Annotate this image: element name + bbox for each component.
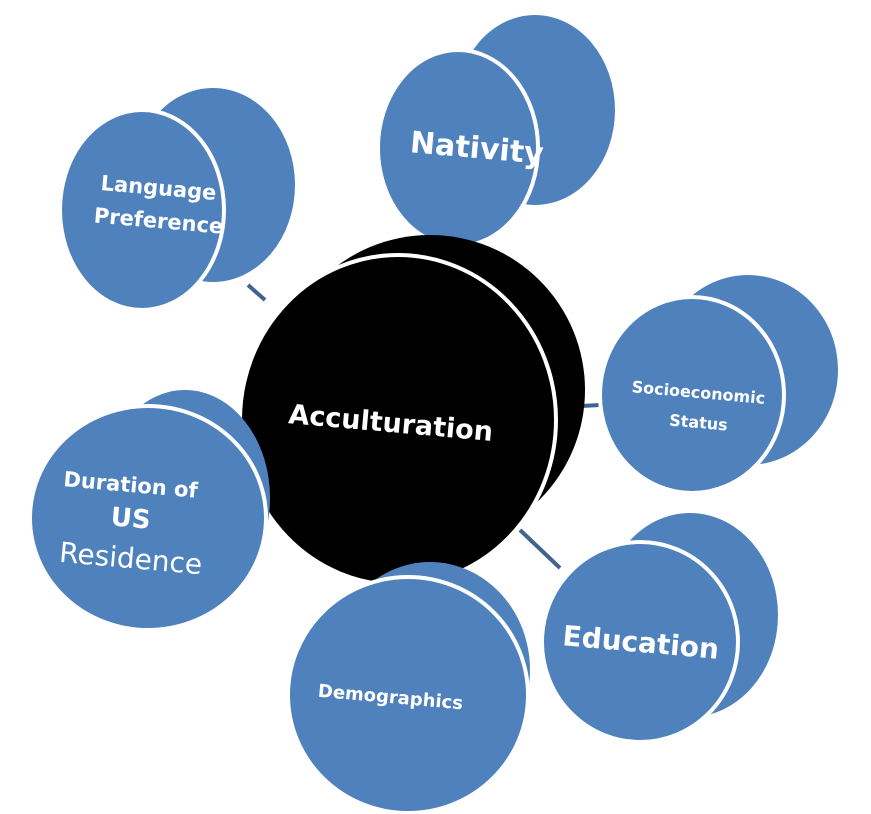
node-nativity: Nativity [376, 15, 615, 248]
node-acculturation: Acculturation [238, 235, 585, 587]
node-demographics: Demographics [286, 562, 530, 814]
node-education: Education [540, 513, 778, 744]
connector-language [246, 283, 267, 302]
node-duration-of-us-residence: Duration of US Residence [28, 390, 270, 632]
node-language-preference: Language Preference [58, 88, 295, 312]
duration-label-line2: US [110, 502, 152, 535]
connector-education [518, 528, 562, 570]
node-socioeconomic-status: Socioeconomic Status [598, 275, 838, 495]
